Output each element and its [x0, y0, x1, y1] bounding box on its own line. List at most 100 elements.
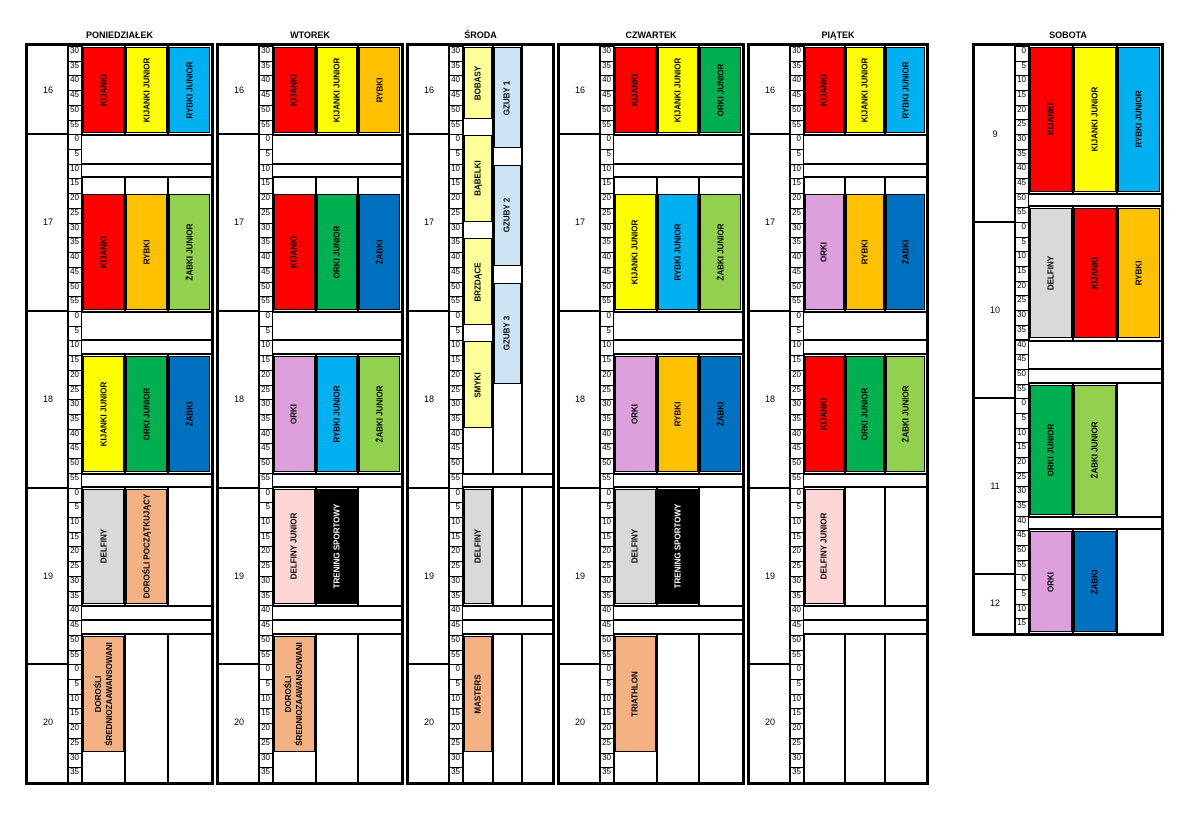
minute-label: 30 [259, 752, 273, 769]
break-line [273, 339, 401, 342]
minute-label: 25 [600, 384, 614, 401]
minute-label: 40 [1015, 163, 1029, 180]
minute-label: 20 [1015, 280, 1029, 297]
class-label: ŻABKI [716, 401, 726, 427]
minute-label: 15 [449, 531, 463, 548]
hour-label: 16 [764, 85, 775, 95]
class-block: ORKI [805, 194, 844, 310]
minute-label: 30 [259, 575, 273, 592]
lane-divider [843, 46, 846, 782]
minute-label: 40 [68, 252, 82, 268]
hour-divider [28, 486, 68, 489]
class-block: GZUBY 2 [493, 164, 522, 266]
class-block: RYBKI [657, 356, 699, 472]
class-label: KIJANKI [99, 236, 108, 269]
class-label: KIJANKI [819, 397, 829, 430]
lane-divider [884, 46, 887, 782]
minute-label: 55 [449, 296, 463, 312]
class-block: KIJANKI [1030, 47, 1072, 192]
class-block: BOBASY [464, 47, 492, 119]
minute-label: 20 [449, 723, 463, 739]
minute-label: 20 [259, 193, 273, 209]
minute-label: 10 [259, 163, 273, 180]
lane-divider [357, 46, 360, 782]
minute-label: 50 [600, 104, 614, 121]
minute-label: 0 [1015, 398, 1029, 414]
minute-label: 50 [68, 281, 82, 298]
class-block: ORKI JUNIOR [126, 356, 167, 472]
class-label: KIJANKI JUNIOR [99, 381, 108, 447]
minute-label: 15 [259, 531, 273, 548]
minute-label: 5 [259, 678, 273, 695]
minute-label: 15 [259, 708, 273, 725]
minute-label: 0 [259, 487, 273, 504]
class-block: RYBKI JUNIOR [1118, 47, 1160, 192]
day-title: PONIEDZIAŁEK [85, 30, 153, 40]
break-row [804, 472, 926, 488]
minutes-column-divider [81, 46, 83, 782]
minute-label: 5 [790, 502, 804, 519]
hour-label: 17 [233, 217, 244, 228]
minute-label: 45 [259, 90, 273, 106]
class-label: ORKI JUNIOR [142, 387, 151, 441]
minute-label: 20 [449, 369, 463, 386]
minute-label: 0 [449, 487, 463, 504]
minute-label: 50 [600, 281, 614, 298]
hour-label: 16 [42, 85, 53, 95]
class-block: RYBKI [845, 194, 885, 310]
minute-label: 55 [600, 649, 614, 666]
minute-label: 30 [259, 222, 273, 239]
minute-label: 55 [68, 296, 82, 312]
minute-label: 15 [1015, 442, 1029, 458]
minute-label: 55 [68, 472, 82, 489]
break-line [804, 619, 926, 622]
minute-label: 40 [68, 75, 82, 92]
class-block: RYBKI [1118, 208, 1160, 339]
hour-label: 12 [989, 598, 1000, 609]
class-label: DOROŚLI POCZĄTKUJĄCY [142, 494, 151, 599]
minute-label: 15 [790, 708, 804, 725]
minute-label: 50 [449, 281, 463, 298]
minute-label: 25 [1015, 471, 1029, 488]
minute-label: 10 [1015, 75, 1029, 92]
lane-divider [698, 46, 701, 782]
minute-label: 30 [449, 46, 463, 62]
hour-divider [750, 133, 790, 136]
minute-label: 40 [790, 75, 804, 92]
class-label: BĄBELKI [473, 160, 483, 197]
class-block: RYBKI [126, 194, 167, 310]
minute-label: 25 [449, 561, 463, 577]
minute-label: 10 [259, 517, 273, 533]
hour-label: 9 [992, 129, 998, 139]
break-row [1029, 339, 1161, 384]
class-label: RYBKI [673, 401, 683, 427]
minute-label: 55 [790, 119, 804, 136]
minute-label: 15 [68, 355, 82, 371]
minute-label: 25 [259, 384, 273, 401]
minute-label: 35 [449, 767, 463, 783]
class-label: ORKI [289, 403, 299, 424]
minute-label: 35 [449, 60, 463, 77]
minute-label: 10 [1015, 603, 1029, 620]
minute-label: 30 [1015, 486, 1029, 502]
class-block: KIJANKI JUNIOR [126, 47, 167, 134]
minute-label: 5 [600, 502, 614, 519]
minute-label: 10 [790, 517, 804, 533]
minute-label: 50 [449, 634, 463, 651]
class-label: KIJANKI [1046, 103, 1056, 136]
minute-label: 20 [600, 369, 614, 386]
minute-label: 45 [790, 443, 804, 460]
class-block: ORKI [615, 356, 656, 472]
class-block: KIJANKI JUNIOR [83, 356, 124, 472]
minute-label: 50 [1015, 544, 1029, 561]
class-label: SMYKI [473, 371, 483, 398]
minute-label: 35 [259, 414, 273, 430]
class-block: TRIATHLON [615, 635, 656, 752]
lane-divider [124, 46, 126, 782]
class-block: ŻABKI [1074, 531, 1116, 632]
minute-label: 45 [600, 266, 614, 283]
minute-label: 25 [790, 207, 804, 224]
minute-label: 5 [68, 678, 82, 695]
minute-label: 15 [1015, 618, 1029, 634]
minute-label: 45 [1015, 354, 1029, 370]
